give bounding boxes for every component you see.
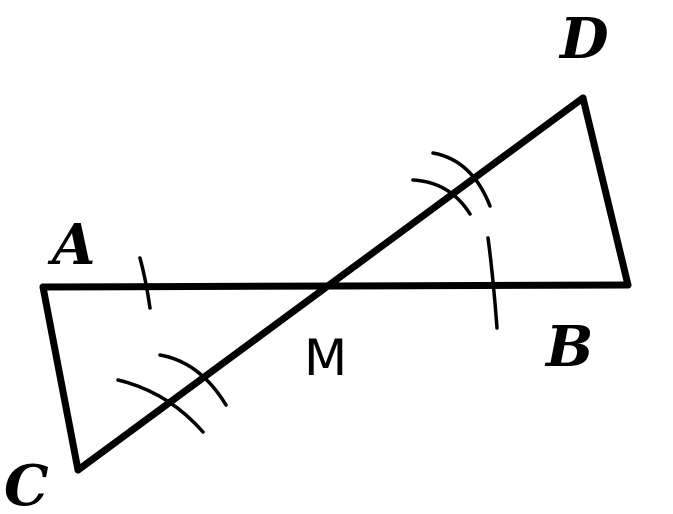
tick-mb	[486, 236, 499, 330]
segment-ab	[39, 281, 632, 291]
label-d: D	[558, 6, 609, 72]
segment-db	[579, 94, 632, 289]
label-b: B	[544, 314, 593, 380]
label-m: M	[304, 329, 347, 387]
tick-cm-2	[158, 353, 228, 407]
label-c: C	[4, 453, 49, 514]
segment-cd	[74, 94, 587, 474]
tick-am	[138, 256, 152, 310]
tick-cm-1	[116, 378, 205, 434]
tick-md-1	[411, 178, 472, 216]
segment-ac	[39, 283, 82, 474]
tick-md-2	[431, 151, 492, 208]
label-a: A	[47, 212, 95, 278]
